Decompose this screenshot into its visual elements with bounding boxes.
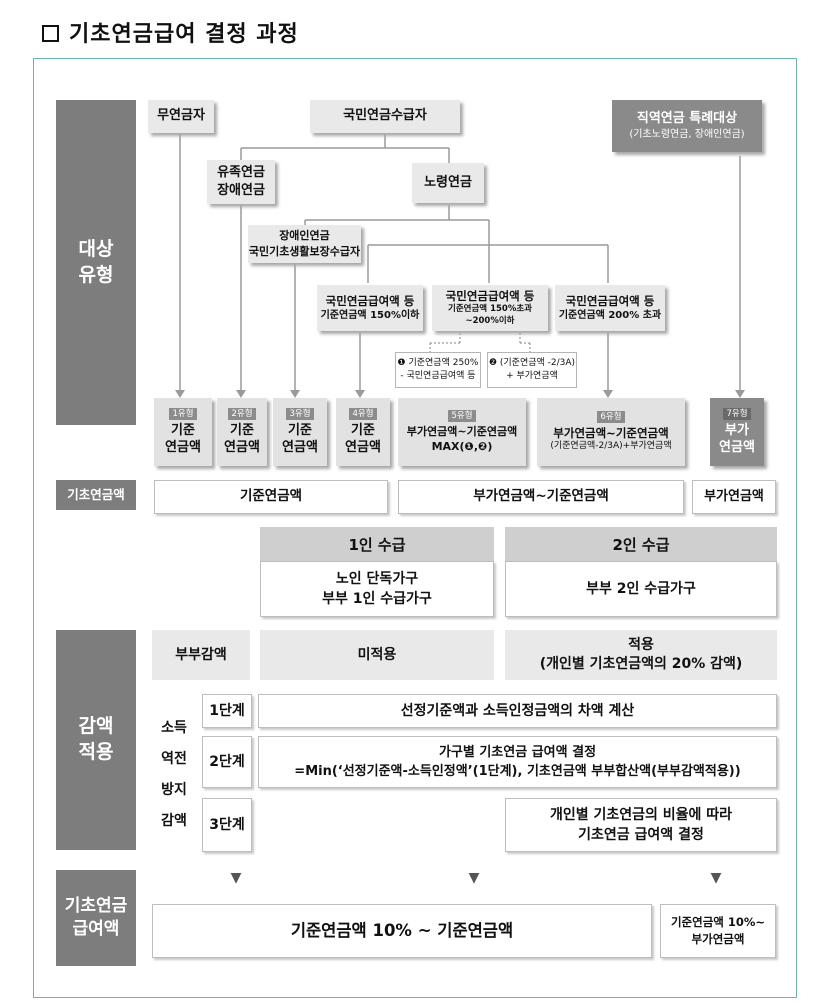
couple-reduction-not-applied: 미적용 [260, 630, 494, 680]
note-formula-1: ❶ 기준연금액 250% - 국민연금급여액 등 [395, 352, 481, 388]
step-2-text: 가구별 기초연금 급여액 결정 =Min(‘선정기준액-소득인정액’(1단계),… [258, 736, 777, 788]
type-badge: 4유형 [349, 407, 377, 420]
type-text: 부가 연금액 [719, 422, 755, 455]
node-branch-over-200: 국민연금급여액 등 기준연금액 200% 초과 [555, 285, 665, 331]
header-couple-recipient: 2인 수급 [505, 527, 777, 561]
node-old-age: 노령연금 [412, 163, 484, 203]
type-sub: (기준연금액-2/3A)+부가연금액 [550, 441, 672, 452]
type-box-2: 2유형 기준 연금액 [217, 398, 267, 466]
node-branch-under-150: 국민연금급여액 등 기준연금액 150%이하 [317, 285, 423, 331]
type-badge: 3유형 [286, 407, 314, 420]
basic-amount-type-7: 부가연금액 [692, 480, 776, 514]
couple-reduction-label: 부부감액 [152, 630, 250, 680]
side-label-basic-amount: 기초연금액 [56, 480, 136, 510]
arrow-down-icon: ▼ [230, 870, 242, 886]
step-label-text: 1단계 [209, 702, 245, 719]
type-box-4: 4유형 기준 연금액 [336, 398, 390, 466]
benefit-main: 기준연금액 10% ~ 기준연금액 [152, 904, 652, 958]
header-couple-recipient-text: 2인 수급 [612, 535, 670, 554]
benefit-side: 기준연금액 10%~ 부가연금액 [660, 904, 776, 958]
basic-amount-types-5-6: 부가연금액~기준연금액 [398, 480, 684, 514]
type-box-1: 1유형 기준 연금액 [154, 398, 212, 466]
step-1-text: 선정기준액과 소득인정금액의 차액 계산 [258, 694, 777, 728]
node-old-age-label: 노령연금 [424, 174, 472, 190]
node-branch-over-200-label: 국민연금급여액 등 [565, 293, 655, 308]
node-non-pension-label: 무연금자 [157, 108, 205, 124]
type-badge: 2유형 [228, 407, 256, 420]
node-branch-150-200-sub: 기준연금액 150%초과~200%이하 [448, 304, 532, 327]
node-national-pension: 국민연금수급자 [310, 100, 460, 133]
header-single-recipient-text: 1인 수급 [348, 535, 406, 554]
type-text: 기준 연금액 [282, 422, 318, 455]
step-label-text: 2단계 [209, 753, 245, 770]
node-special-pension-label: 직역연금 특례대상 [636, 110, 738, 126]
body-couple-recipient: 부부 2인 수급가구 [505, 561, 777, 617]
side-label-reduction: 감액 적용 [56, 630, 136, 850]
step-label-text: 3단계 [209, 816, 245, 833]
type-badge: 5유형 [448, 410, 476, 423]
node-survivor-disability: 유족연금 장애연금 [207, 160, 275, 204]
node-branch-150-200: 국민연금급여액 등 기준연금액 150%초과~200%이하 [432, 285, 548, 331]
node-branch-150-200-label: 국민연금급여액 등 [445, 289, 535, 304]
type-badge: 7유형 [723, 407, 751, 420]
step-2-label: 2단계 [202, 736, 252, 788]
step-1-label: 1단계 [202, 694, 252, 728]
arrow-down-icon: ▼ [468, 870, 480, 886]
basic-amount-types-1-4: 기준연금액 [154, 480, 388, 514]
couple-reduction-not-applied-text: 미적용 [357, 646, 397, 663]
couple-reduction-applied: 적용 (개인별 기초연금액의 20% 감액) [505, 630, 777, 680]
type-text: 부가연금액~기준연금액 MAX(❶,❷) [406, 425, 518, 453]
type-badge: 6유형 [597, 411, 625, 424]
side-label-target-type: 대상 유형 [56, 100, 136, 425]
header-single-recipient: 1인 수급 [260, 527, 494, 561]
diagram-frame [33, 58, 797, 998]
page-title-text: 기초연금급여 결정 과정 [69, 22, 299, 47]
type-text: 부가연금액~기준연금액 [553, 426, 669, 441]
node-branch-under-150-label: 국민연금급여액 등 [325, 293, 415, 308]
type-text: 기준 연금액 [224, 422, 260, 455]
step-3-label: 3단계 [202, 798, 252, 852]
type-box-3: 3유형 기준 연금액 [273, 398, 327, 466]
type-text: 기준 연금액 [165, 422, 201, 455]
node-branch-over-200-sub: 기준연금액 200% 초과 [558, 310, 662, 322]
step-text: 선정기준액과 소득인정금액의 차액 계산 [400, 702, 635, 719]
node-special-pension: 직역연금 특례대상 (기초노령연금, 장애인연금) [612, 100, 762, 152]
benefit-main-text: 기준연금액 10% ~ 기준연금액 [290, 921, 514, 941]
node-branch-under-150-sub: 기준연금액 150%이하 [320, 310, 420, 322]
node-national-pension-label: 국민연금수급자 [343, 108, 427, 124]
basic-amount-text: 기준연금액 [239, 488, 303, 505]
arrow-down-icon: ▼ [710, 870, 722, 886]
couple-reduction-label-text: 부부감액 [175, 646, 227, 663]
checkbox-square-icon [42, 25, 59, 42]
income-reversal-label: 소득 역전 방지 감액 [161, 720, 187, 829]
type-badge: 1유형 [169, 407, 197, 420]
step-3-text: 개인별 기초연금의 비율에 따라 기초연금 급여액 결정 [505, 798, 777, 852]
node-non-pension: 무연금자 [148, 100, 214, 133]
note-formula-2: ❷ (기준연금액 -2/3A) + 부가연금액 [487, 352, 577, 388]
type-box-7: 7유형 부가 연금액 [710, 398, 764, 466]
type-box-5: 5유형 부가연금액~기준연금액 MAX(❶,❷) [398, 398, 526, 466]
basic-amount-text: 부가연금액~기준연금액 [473, 488, 609, 505]
body-couple-recipient-text: 부부 2인 수급가구 [586, 580, 696, 597]
body-single-recipient: 노인 단독가구 부부 1인 수급가구 [260, 561, 494, 617]
node-special-pension-sub: (기초노령연금, 장애인연금) [629, 129, 745, 141]
type-text: 기준 연금액 [345, 422, 381, 455]
page-title: 기초연금급여 결정 과정 [42, 16, 299, 48]
side-label-benefit: 기초연금 급여액 [56, 870, 136, 966]
type-box-6: 6유형 부가연금액~기준연금액 (기준연금액-2/3A)+부가연금액 [537, 398, 685, 466]
basic-amount-text: 부가연금액 [704, 488, 764, 504]
node-disability-basic: 장애인연금 국민기초생활보장수급자 [248, 225, 361, 263]
